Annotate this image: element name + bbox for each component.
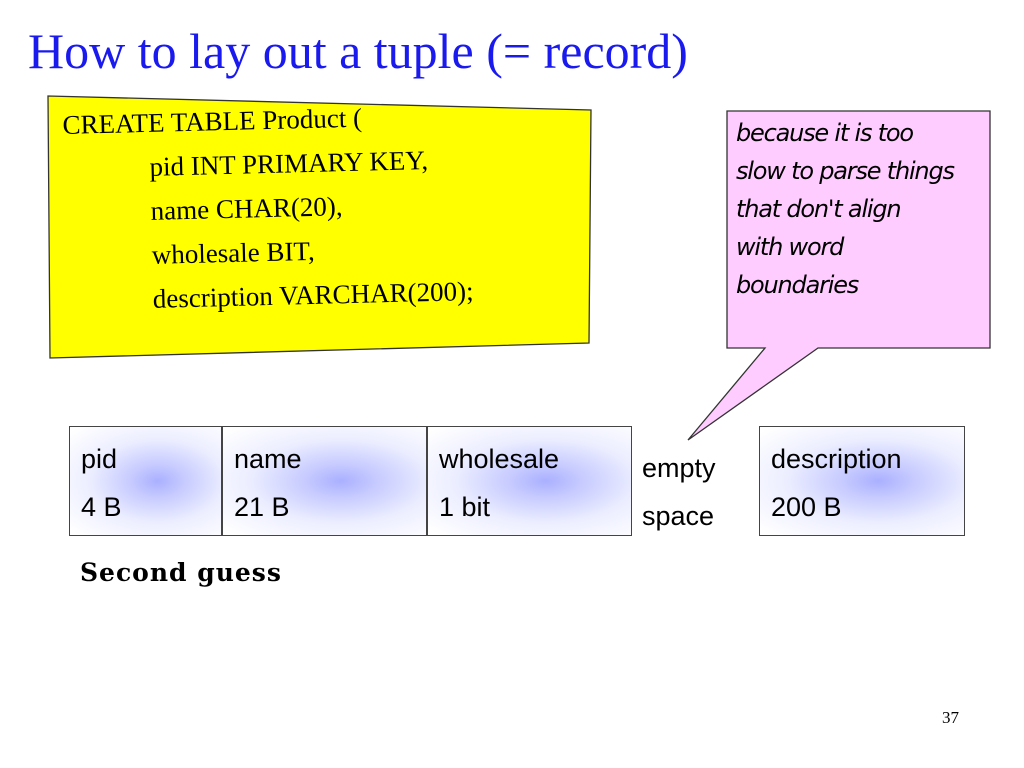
field-name: wholesale [439,444,560,474]
callout-line: that don't align [736,195,902,223]
field-size: 21 B [234,492,290,522]
field-name: pid [81,444,118,474]
callout-line: with word [736,233,844,261]
callout-line: boundaries [736,271,859,299]
field-name: description [771,444,902,474]
slide-title: How to lay out a tuple (= record) [28,23,688,79]
caption: Second guess [80,558,282,587]
speech-callout [687,110,991,441]
field-box-name: name 21 B [222,426,427,536]
empty-label-line: space [642,501,715,531]
field-name: name [234,444,302,474]
sql-card [47,95,592,359]
callout-line: because it is too [736,119,914,147]
page-number: 37 [942,708,959,727]
field-size: 200 B [771,492,842,522]
field-box-pid: pid 4 B [69,426,222,536]
field-box-description: description 200 B [759,426,965,536]
empty-label-line: empty [642,453,716,483]
field-size: 4 B [81,492,122,522]
callout-text: because it is too slow to parse things t… [736,114,984,304]
field-box-wholesale: wholesale 1 bit [427,426,632,536]
empty-space-label: empty space [642,444,716,540]
callout-line: slow to parse things [736,157,955,185]
sql-code: CREATE TABLE Product ( pid INT PRIMARY K… [62,90,588,343]
field-size: 1 bit [439,492,491,522]
